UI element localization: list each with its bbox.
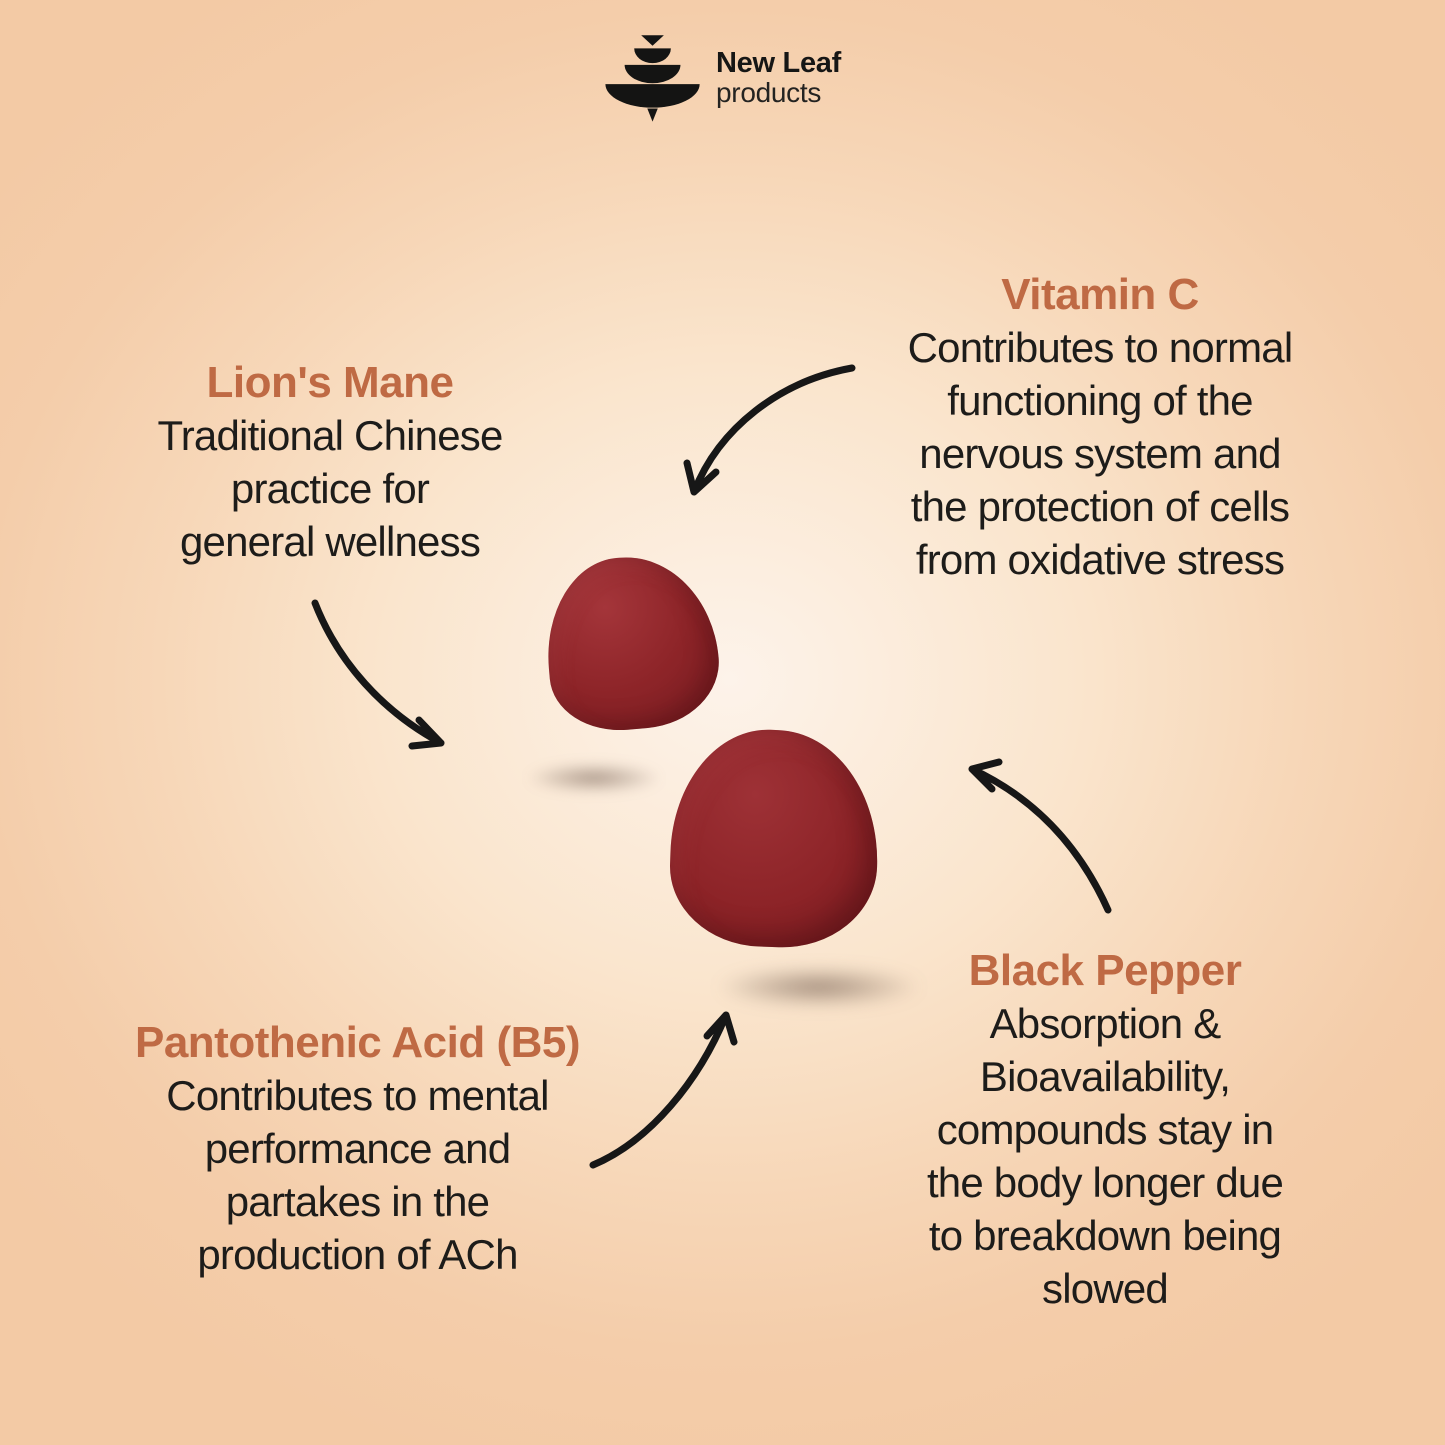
callout-title-lions-mane: Lion's Mane <box>206 358 454 407</box>
callout-black-pepper: Black Pepper Absorption & Bioavailabilit… <box>860 944 1350 1315</box>
callout-body-black-pepper: Absorption & Bioavailability, compounds … <box>926 1000 1284 1312</box>
callout-title-pantothenic-acid: Pantothenic Acid (B5) <box>134 1018 581 1067</box>
gummy-small <box>539 549 725 737</box>
callout-body-pantothenic-acid: Contributes to mental performance and pa… <box>166 1072 549 1278</box>
callout-pantothenic-acid: Pantothenic Acid (B5) Contributes to men… <box>85 1016 630 1281</box>
callout-title-black-pepper: Black Pepper <box>968 946 1242 995</box>
arrow-vitamin-c-icon <box>683 364 856 496</box>
gummy-big <box>667 726 882 951</box>
brand-subtitle: products <box>716 77 822 109</box>
gummy-small-shadow <box>500 757 688 799</box>
callout-title-vitamin-c: Vitamin C <box>1001 270 1199 319</box>
tree-logo-icon <box>604 35 700 122</box>
brand-logo: New Leaf products <box>604 34 841 122</box>
callout-body-lions-mane: Traditional Chinese practice for general… <box>157 412 503 565</box>
callout-lions-mane: Lion's Mane Traditional Chinese practice… <box>95 356 565 568</box>
arrow-lions-mane-icon <box>311 599 445 750</box>
callout-body-vitamin-c: Contributes to normal functioning of the… <box>907 324 1294 583</box>
brand-name: New Leaf <box>716 46 841 79</box>
callout-vitamin-c: Vitamin C Contributes to normal function… <box>855 268 1345 586</box>
arrow-black-pepper-icon <box>968 758 1112 914</box>
gummy-big-shadow <box>680 960 958 1014</box>
brand-logo-text: New Leaf products <box>716 46 841 109</box>
